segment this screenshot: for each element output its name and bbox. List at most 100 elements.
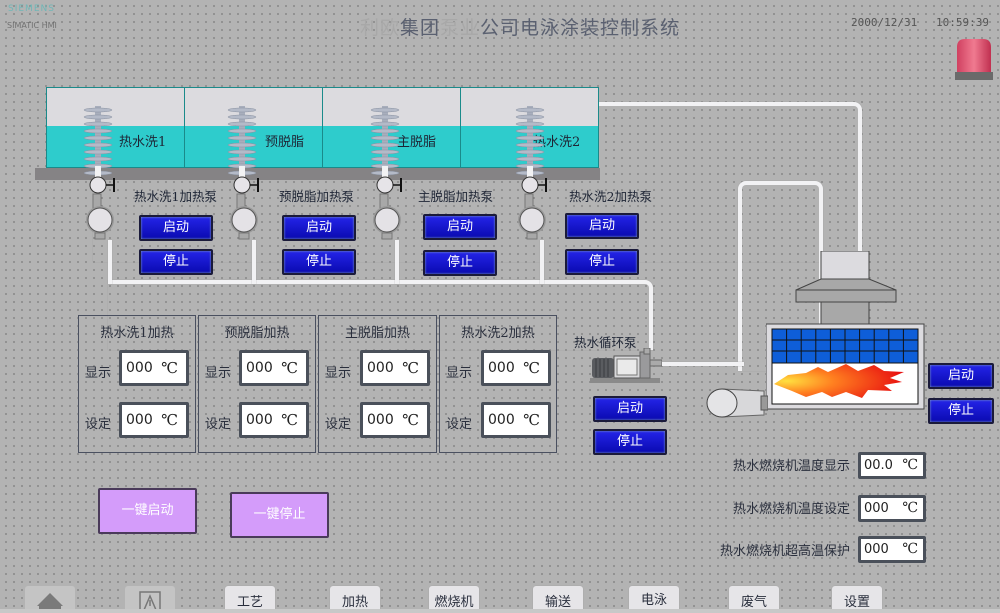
display-label: 显示 (205, 366, 232, 381)
heating-group-3: 主脱脂加热 显示 000℃ 设定 000℃ (318, 315, 437, 453)
unit: ℃ (902, 541, 918, 557)
value: 000 (488, 412, 515, 428)
burner-overtemp-label: 热水燃烧机超高温保护 (719, 544, 850, 559)
pump-3-stop-button[interactable]: 停止 (423, 250, 497, 276)
pump-2-start-button[interactable]: 启动 (282, 215, 356, 241)
burner-temp-set-field[interactable]: 000℃ (858, 495, 926, 522)
group-title: 热水洗2加热 (461, 326, 535, 341)
one-key-start-button[interactable]: 一键启动 (98, 488, 197, 534)
circulation-pump-start-button[interactable]: 启动 (593, 396, 667, 422)
set-label: 设定 (205, 417, 232, 432)
pump-label-2: 预脱脂加热泵 (279, 189, 355, 204)
set-value-field[interactable]: 000℃ (481, 402, 551, 438)
burner-fan-icon (706, 388, 769, 418)
tank-label: 主脱脂 (397, 135, 437, 150)
riser-1 (108, 240, 112, 284)
group-title: 主脱脂加热 (344, 326, 410, 341)
pump-4-stop-button[interactable]: 停止 (565, 249, 639, 275)
set-label: 设定 (446, 417, 473, 432)
tank-hot-wash-1: 热水洗1 (47, 88, 185, 167)
brand-sub: SIMATIC HMI (7, 21, 57, 30)
circulation-pump-stop-button[interactable]: 停止 (593, 429, 667, 455)
riser-2 (252, 240, 256, 284)
nav-burner[interactable]: 燃烧机 (429, 586, 479, 613)
unit: ℃ (281, 359, 298, 377)
value: 000 (488, 360, 515, 376)
burner-start-button[interactable]: 启动 (928, 363, 994, 389)
heating-coil-icon (515, 106, 547, 240)
pump-collector-pipe (108, 280, 653, 350)
circulation-pump-label: 热水循环泵 (574, 335, 637, 350)
display-value-field: 000 ℃ (239, 350, 309, 386)
pump-2-stop-button[interactable]: 停止 (282, 249, 356, 275)
value: 000 (246, 412, 273, 428)
nav-exhaust[interactable]: 废气 (729, 586, 779, 613)
heating-group-1: 热水洗1加热 显示 000 ℃ 设定 000 ℃ (78, 315, 196, 453)
value: 00.0 (864, 458, 893, 473)
set-label: 设定 (85, 417, 112, 432)
riser-4 (540, 240, 544, 284)
unit: ℃ (402, 411, 419, 429)
pump-1-start-button[interactable]: 启动 (139, 215, 213, 241)
display-value-field: 000 ℃ (481, 350, 551, 386)
heating-coil-icon (370, 106, 402, 240)
tank-base (35, 168, 600, 180)
nav-process[interactable]: 工艺 (225, 586, 275, 613)
heating-group-4: 热水洗2加热 显示 000℃ 设定 000℃ (439, 315, 557, 453)
set-value-field[interactable]: 000 ℃ (360, 402, 430, 438)
nav-electrophoresis[interactable]: 电泳 (629, 586, 679, 613)
heating-group-2: 预脱脂加热 显示 000 ℃ 设定 000 ℃ (198, 315, 316, 453)
title-faded-1: 利欧 (360, 17, 401, 39)
display-label: 显示 (446, 366, 473, 381)
value: 000 (126, 360, 153, 376)
title-main: 集团 (400, 17, 441, 39)
bottom-strip (0, 609, 1000, 613)
alarm-view-button[interactable] (125, 586, 175, 613)
unit: ℃ (281, 411, 298, 429)
burner-stop-button[interactable]: 停止 (928, 398, 994, 424)
unit: ℃ (402, 359, 419, 377)
title-faded-2: 泵业 (440, 17, 481, 39)
set-value-field[interactable]: 000 ℃ (119, 402, 189, 438)
pump-label-1: 热水洗1加热泵 (134, 189, 217, 204)
pump-4-start-button[interactable]: 启动 (565, 213, 639, 239)
unit: ℃ (161, 359, 178, 377)
burner-temp-display-field: 00.0 ℃ (858, 452, 926, 479)
unit: ℃ (161, 411, 178, 429)
set-label: 设定 (325, 417, 352, 432)
display-label: 显示 (85, 366, 112, 381)
tank-pre-degrease: 预脱脂 (185, 88, 323, 167)
display-value-field: 000 ℃ (360, 350, 430, 386)
value: 000 (367, 412, 394, 428)
pump-label-4: 热水洗2加热泵 (569, 189, 652, 204)
heating-coil-icon (83, 106, 115, 240)
heating-coil-icon (227, 106, 259, 240)
set-value-field[interactable]: 000 ℃ (239, 402, 309, 438)
nav-heating[interactable]: 加热 (330, 586, 380, 613)
tank-row: 热水洗1 预脱脂 主脱脂 热水洗2 (46, 87, 599, 168)
time-display: 10:59:39 (936, 16, 989, 29)
burner-overtemp-field[interactable]: 000℃ (858, 536, 926, 563)
value: 000 (864, 501, 889, 516)
unit: ℃ (902, 457, 918, 473)
value: 000 (126, 412, 153, 428)
pump-1-stop-button[interactable]: 停止 (139, 249, 213, 275)
burner-temp-set-label: 热水燃烧机温度设定 (732, 502, 850, 517)
value: 000 (367, 360, 394, 376)
pump-to-burner-pipe (658, 362, 744, 366)
unit: ℃ (523, 359, 540, 377)
nav-settings[interactable]: 设置 (832, 586, 882, 613)
one-key-stop-button[interactable]: 一键停止 (230, 492, 329, 538)
display-value-field: 000 ℃ (119, 350, 189, 386)
tank-label: 热水洗2 (533, 135, 581, 150)
pump-3-start-button[interactable]: 启动 (423, 214, 497, 240)
circulation-pump-icon[interactable] (590, 347, 663, 384)
tank-label: 热水洗1 (119, 135, 167, 150)
group-title: 热水洗1加热 (100, 326, 174, 341)
burner-temp-display-label: 热水燃烧机温度显示 (732, 459, 850, 474)
nav-conveyor[interactable]: 输送 (533, 586, 583, 613)
value: 000 (246, 360, 273, 376)
group-title: 预脱脂加热 (224, 326, 290, 341)
date-display: 2000/12/31 (851, 16, 918, 29)
alarm-beacon-icon[interactable] (955, 37, 993, 81)
